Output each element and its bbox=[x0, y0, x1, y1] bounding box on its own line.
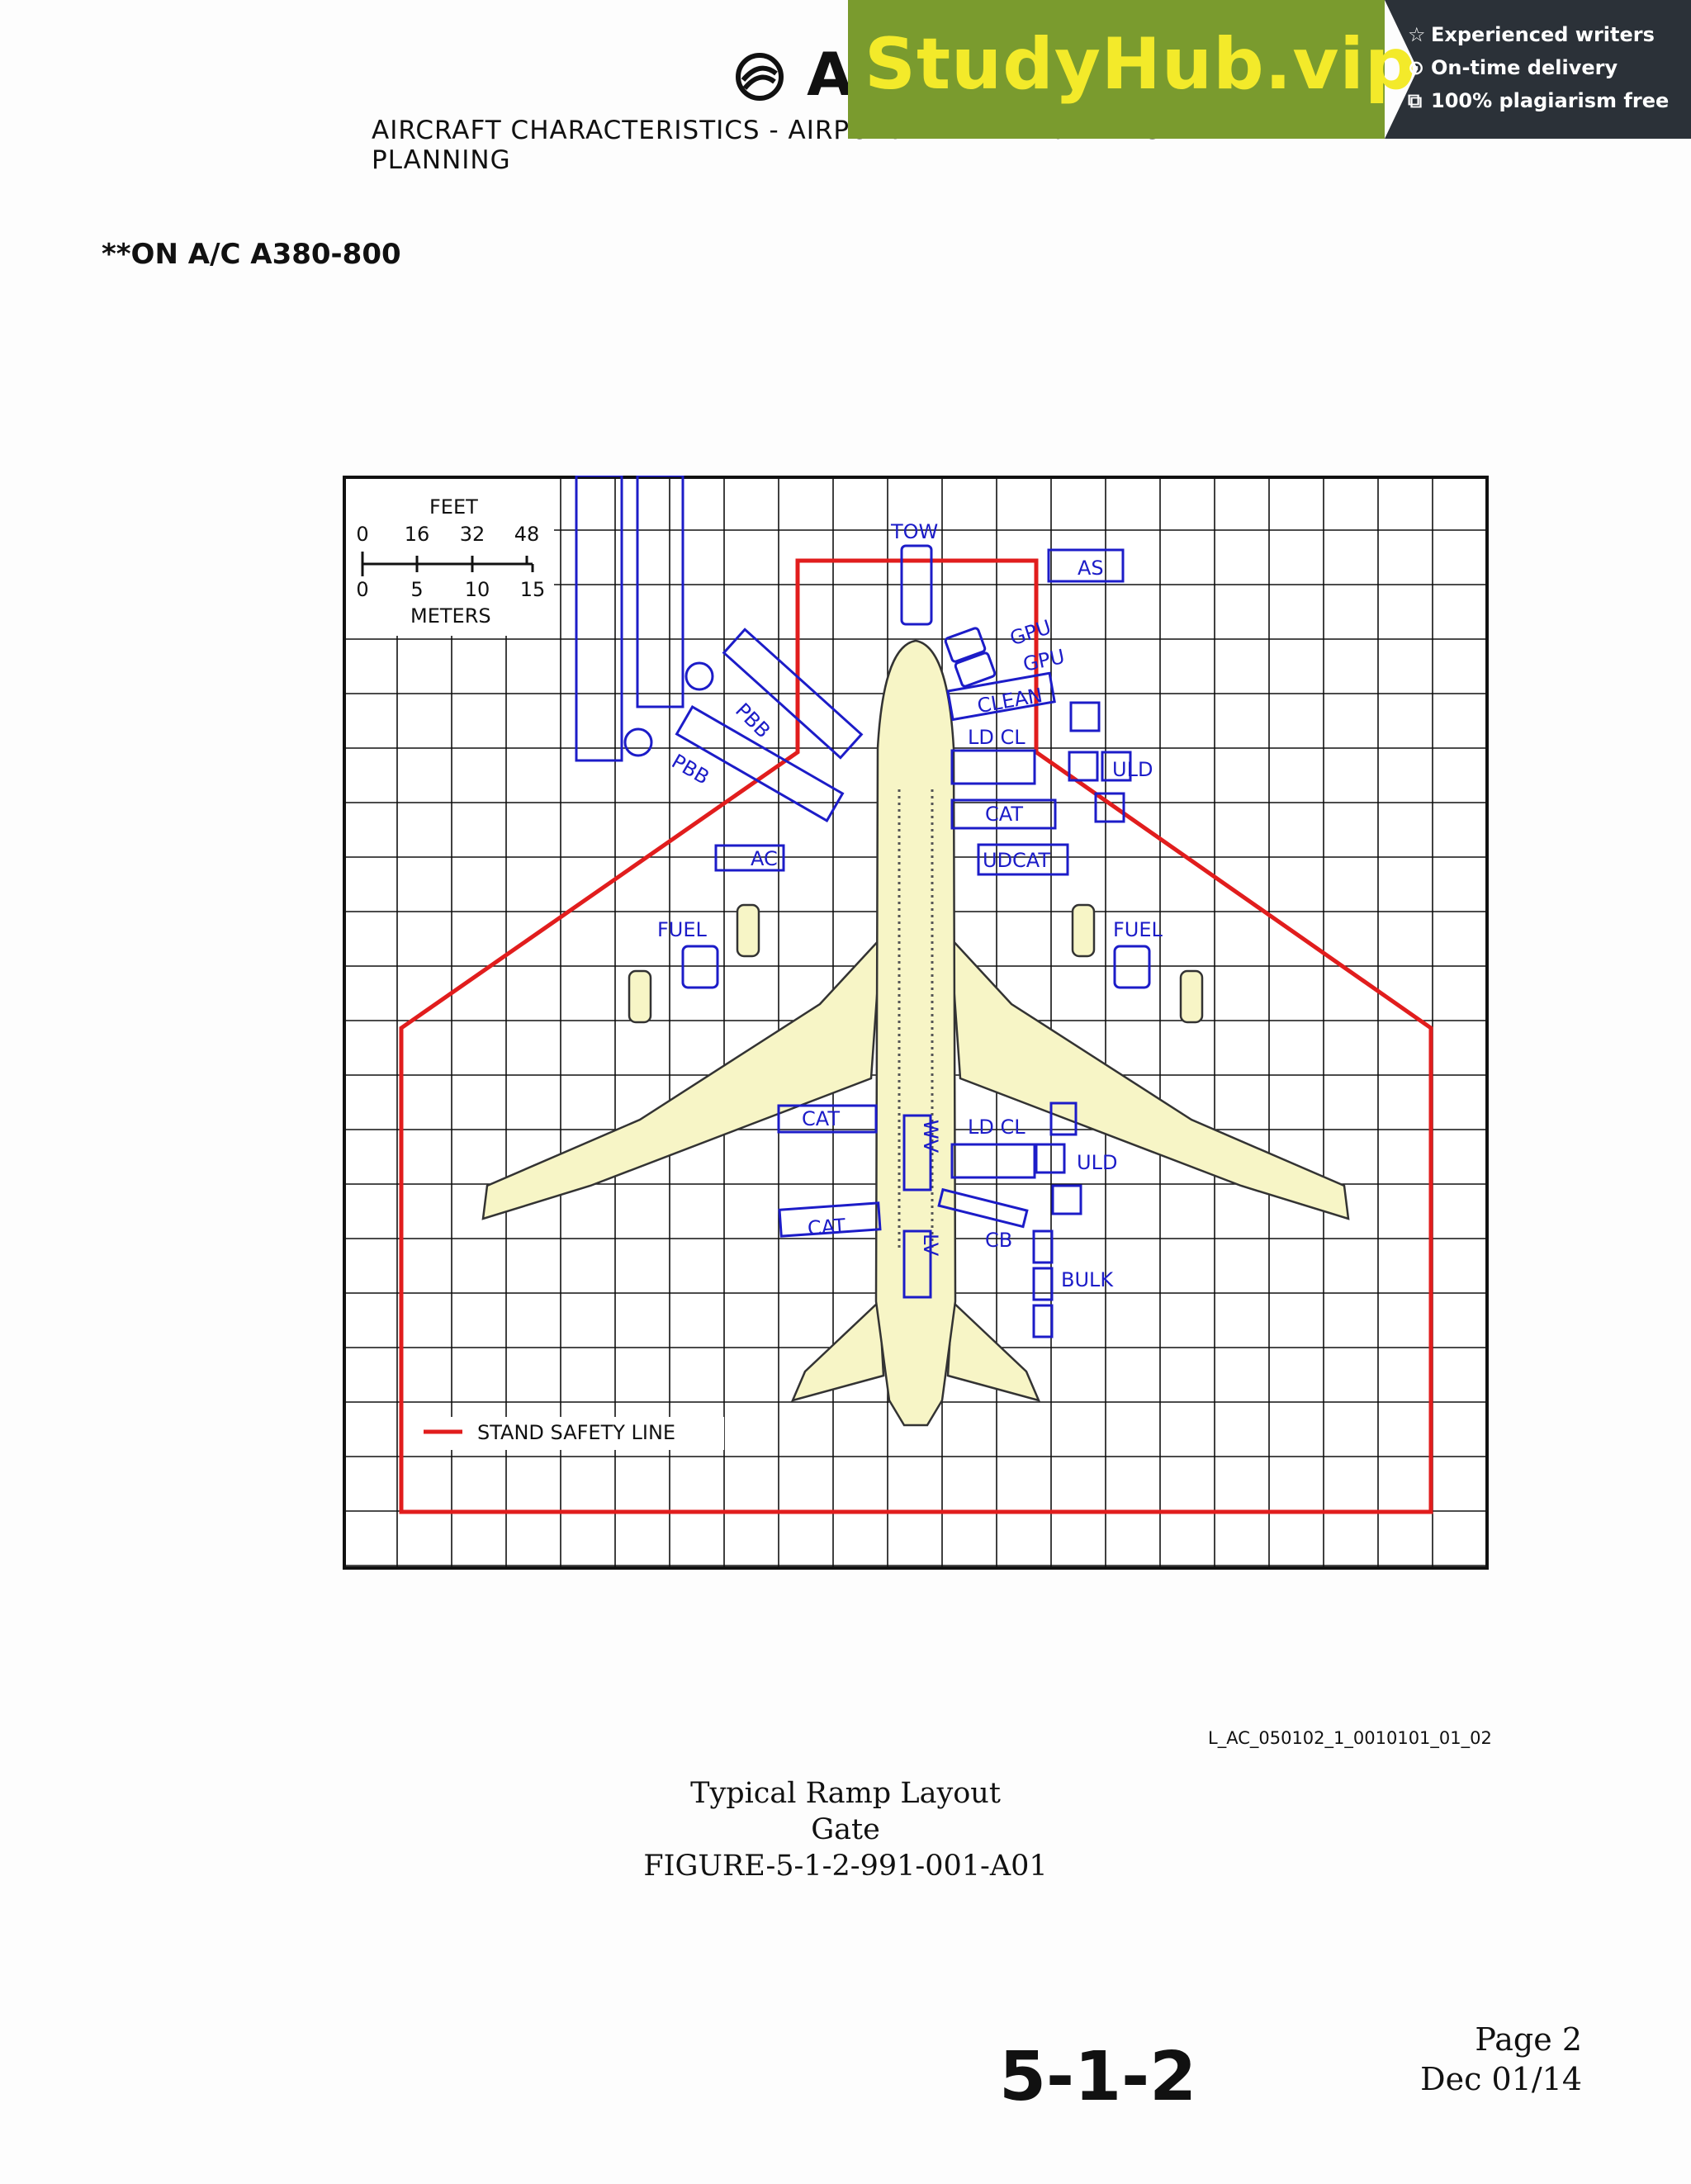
pbb-rotunda-2 bbox=[623, 727, 653, 757]
label-cat-left-2: CAT bbox=[807, 1215, 846, 1240]
uld-train-front-2 bbox=[1101, 751, 1132, 782]
uld-train-front bbox=[1068, 751, 1099, 782]
uld-train-rear-3 bbox=[1051, 1184, 1082, 1215]
copy-icon: ⧉ bbox=[1408, 89, 1423, 112]
bulk-train-1 bbox=[1032, 1229, 1054, 1264]
drawing-id: L_AC_050102_1_0010101_01_02 bbox=[1208, 1728, 1492, 1748]
section-number: 5-1-2 bbox=[999, 2038, 1197, 2116]
bulk-train-2 bbox=[1032, 1267, 1054, 1301]
engines bbox=[628, 903, 1204, 1024]
airbus-swirl-icon bbox=[736, 53, 784, 101]
fuel-truck-right bbox=[1113, 945, 1151, 989]
page-number: Page 2 bbox=[1475, 2021, 1582, 2058]
cleaning-truck bbox=[946, 671, 1056, 722]
right-wing bbox=[949, 935, 1350, 1220]
label-cb: CB bbox=[985, 1229, 1012, 1252]
label-fuel-right: FUEL bbox=[1113, 918, 1163, 941]
scale-feet-label: FEET bbox=[429, 495, 478, 519]
scale-meter-tick-5: 5 bbox=[410, 578, 423, 601]
conveyor-belt bbox=[937, 1187, 1029, 1229]
lower-deck-cargo-loader-front bbox=[950, 749, 1036, 785]
scale-background bbox=[346, 479, 554, 636]
label-wv: WV bbox=[919, 1120, 942, 1154]
label-ld-cl-rear: LD CL bbox=[968, 1116, 1025, 1139]
upper-deck-catering-truck bbox=[977, 843, 1069, 876]
scale-feet-tick-16: 16 bbox=[405, 523, 430, 546]
scale-meter-tick-10: 10 bbox=[465, 578, 490, 601]
stand-safety-line bbox=[399, 558, 1433, 1514]
label-udcat: UDCAT bbox=[983, 849, 1050, 872]
figure-caption-subtitle: Gate bbox=[811, 1813, 880, 1846]
ramp-layout-diagram: TOW AS GPU GPU CLEAN LD CL ULD CAT UDCAT… bbox=[343, 476, 1489, 1570]
legend-label: STAND SAFETY LINE bbox=[477, 1421, 675, 1444]
air-start-unit bbox=[1047, 548, 1125, 583]
bulk-train-3 bbox=[1032, 1304, 1054, 1338]
uld-train-rear-1 bbox=[1035, 1143, 1066, 1174]
banner-perk-plagiarism: ⧉100% plagiarism free bbox=[1408, 89, 1670, 112]
catering-truck-front bbox=[950, 798, 1057, 830]
left-wing bbox=[481, 935, 883, 1220]
label-fuel-left: FUEL bbox=[657, 918, 708, 941]
diagram-border bbox=[343, 476, 1489, 1570]
uld-train-front-4 bbox=[1094, 792, 1125, 823]
legend: STAND SAFETY LINE bbox=[410, 1417, 724, 1450]
figure-caption-title: Typical Ramp Layout bbox=[690, 1777, 1001, 1810]
scale-meter-tick-15: 15 bbox=[520, 578, 546, 601]
scale-meter-tick-0: 0 bbox=[356, 578, 368, 601]
tow-tractor bbox=[900, 544, 933, 626]
passenger-boarding-bridge-terminal-1 bbox=[575, 476, 623, 762]
label-cat-front: CAT bbox=[985, 803, 1023, 826]
catering-truck-left-1 bbox=[777, 1104, 878, 1134]
banner-perk-delivery: ⊙On-time delivery bbox=[1408, 56, 1618, 79]
studyhub-banner[interactable]: StudyHub.vip ☆Experienced writers ⊙On-ti… bbox=[848, 0, 1691, 139]
fuel-truck-left bbox=[681, 945, 719, 989]
label-bulk: BULK bbox=[1061, 1268, 1114, 1291]
pre-conditioned-air-unit bbox=[714, 844, 785, 872]
pbb-tunnel-1 bbox=[722, 628, 864, 760]
revision-date: Dec 01/14 bbox=[1420, 2061, 1582, 2097]
scale-feet-tick-32: 32 bbox=[460, 523, 486, 546]
catering-truck-left-2 bbox=[778, 1201, 882, 1238]
label-cat-left-1: CAT bbox=[802, 1107, 840, 1130]
gpu-1 bbox=[944, 627, 987, 663]
figure-number: FIGURE-5-1-2-991-001-A01 bbox=[643, 1850, 1048, 1883]
banner-perk-writers: ☆Experienced writers bbox=[1408, 23, 1655, 46]
scale-bar: FEET 0 16 32 48 0 5 10 15 METERS bbox=[356, 495, 545, 628]
uld-train-rear-2 bbox=[1049, 1101, 1078, 1136]
scale-meters-label: METERS bbox=[410, 604, 491, 628]
banner-dark-panel bbox=[1385, 0, 1691, 139]
clock-icon: ⊙ bbox=[1408, 56, 1425, 79]
lower-deck-cargo-loader-rear bbox=[950, 1143, 1036, 1179]
gpu-2 bbox=[954, 651, 997, 688]
label-ld-cl-front: LD CL bbox=[968, 726, 1025, 749]
passenger-boarding-bridge-terminal-2 bbox=[636, 476, 684, 708]
label-uld-rear: ULD bbox=[1077, 1151, 1117, 1174]
uld-train-front-3 bbox=[1069, 701, 1101, 732]
lavatory-truck bbox=[902, 1229, 932, 1299]
label-lv: LV bbox=[919, 1234, 942, 1257]
pbb-rotunda-1 bbox=[684, 661, 714, 691]
pbb-tunnel-2 bbox=[675, 704, 845, 823]
banner-green-panel bbox=[848, 0, 1385, 139]
scale-feet-tick-0: 0 bbox=[356, 523, 368, 546]
applicability-note: **ON A/C A380-800 bbox=[102, 238, 401, 271]
a380-aircraft bbox=[481, 639, 1350, 1427]
potable-water-truck bbox=[902, 1114, 932, 1191]
label-tow: TOW bbox=[890, 520, 938, 543]
label-ac: AC bbox=[751, 847, 778, 870]
ground-equipment bbox=[575, 476, 1151, 1338]
scale-feet-tick-48: 48 bbox=[514, 523, 540, 546]
banner-brand[interactable]: StudyHub.vip bbox=[864, 23, 1417, 106]
star-icon: ☆ bbox=[1408, 23, 1426, 46]
label-as: AS bbox=[1078, 557, 1104, 580]
fuselage bbox=[874, 639, 957, 1427]
label-uld-front: ULD bbox=[1112, 758, 1153, 781]
